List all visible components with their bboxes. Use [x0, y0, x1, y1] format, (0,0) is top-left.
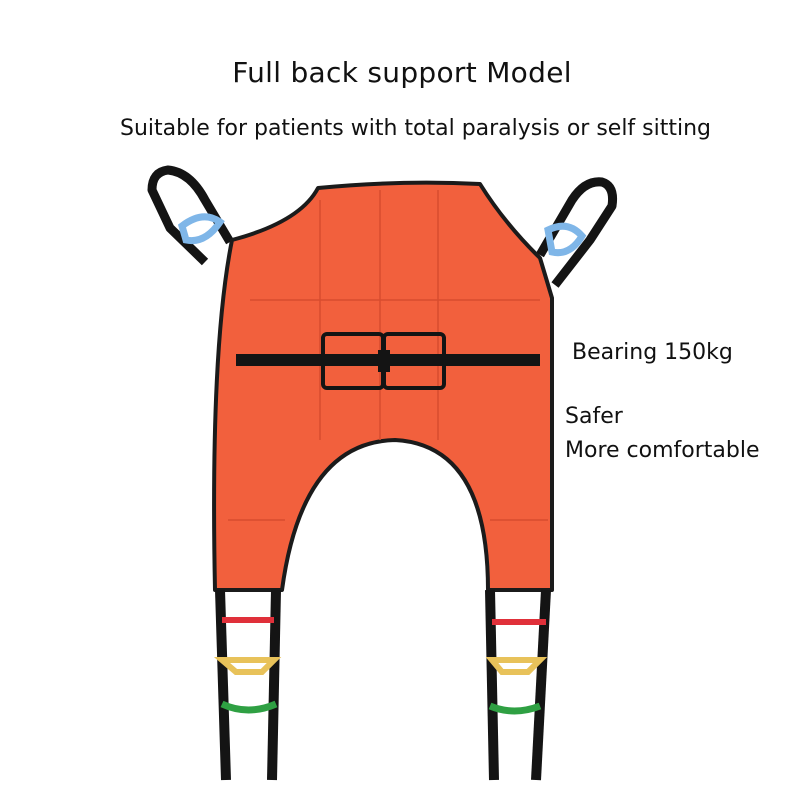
product-subtitle: Suitable for patients with total paralys… — [120, 116, 712, 141]
feature-comfort: More comfortable — [565, 438, 760, 463]
left-loop-green — [220, 700, 278, 714]
product-title-text: Full back support Model — [232, 56, 572, 89]
left-loop-yellow — [213, 657, 282, 675]
feature-safer: Safer — [565, 404, 623, 429]
waist-belt — [236, 332, 540, 390]
sling-seams — [228, 190, 548, 521]
top-left-strap — [147, 165, 234, 266]
top-left-ring — [177, 213, 225, 245]
right-leg-straps — [485, 589, 551, 781]
product-title: Full back support Model — [0, 56, 800, 89]
right-loop-yellow — [485, 657, 548, 675]
top-right-strap — [536, 177, 617, 288]
top-right-ring — [544, 222, 587, 257]
feature-bearing: Bearing 150kg — [572, 340, 733, 365]
left-leg-straps — [213, 589, 282, 781]
right-loop-green — [488, 702, 542, 715]
